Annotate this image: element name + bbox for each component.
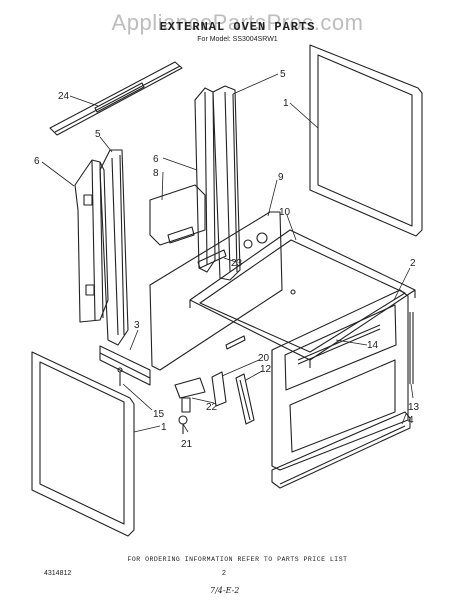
- diagram-title: EXTERNAL OVEN PARTS: [159, 20, 316, 34]
- callout-2: 2: [410, 258, 416, 269]
- callout-22: 22: [206, 402, 218, 413]
- callout-23: 23: [231, 258, 243, 269]
- callout-21: 21: [181, 439, 193, 450]
- part-21-screw: [178, 415, 188, 434]
- callout-1-bottom: 1: [161, 422, 167, 433]
- watermark: AppliancePartsPros.com: [111, 10, 364, 35]
- part-1-side-frame-left: [31, 351, 135, 537]
- callout-9: 9: [278, 172, 284, 183]
- part-13-rod: [409, 312, 414, 384]
- part-8-bracket: [149, 184, 206, 246]
- callout-20: 20: [258, 353, 270, 364]
- part-22-hinge: [174, 377, 206, 413]
- model-subtitle: For Model: SS3004SRW1: [197, 36, 278, 43]
- handwritten-note: 7/4-E-2: [210, 586, 240, 595]
- part-15-screw: [117, 367, 123, 386]
- callout-15: 15: [153, 409, 165, 420]
- callout-14: 14: [367, 340, 379, 351]
- callout-5-top: 5: [280, 69, 286, 80]
- callout-1-top: 1: [283, 98, 289, 109]
- callout-10: 10: [279, 207, 291, 218]
- callouts: 24 5 1 6 5 6 8 9 10 23 2 3 14 20 12 15 1…: [34, 69, 420, 450]
- part-10-cooktop: [189, 229, 416, 368]
- part-4-kick-plate: [271, 411, 411, 489]
- part-20-bracket: [211, 371, 227, 407]
- page-number: 2: [222, 570, 226, 577]
- leader-lines: [41, 73, 414, 433]
- callout-5-left: 5: [95, 129, 101, 140]
- callout-4: 4: [408, 415, 414, 426]
- part-1-side-frame-right: [309, 44, 423, 237]
- ordering-note: FOR ORDERING INFORMATION REFER TO PARTS …: [127, 556, 348, 563]
- document-number: 4314812: [44, 570, 72, 577]
- callout-12: 12: [260, 364, 272, 375]
- part-2-front-frame: [271, 289, 409, 471]
- callout-6-left: 6: [34, 156, 40, 167]
- callout-6-center: 6: [153, 154, 159, 165]
- part-6-center-side-panel: [194, 87, 216, 273]
- part-5-center-channel: [212, 85, 241, 281]
- part-24-trim-strip: [49, 61, 183, 136]
- part-3-lower-channel: [99, 345, 151, 386]
- callout-3: 3: [134, 320, 140, 331]
- callout-13: 13: [408, 402, 420, 413]
- part-14-door-trim: [297, 324, 381, 365]
- part-12-bracket: [235, 373, 255, 425]
- callout-24: 24: [58, 91, 70, 102]
- callout-8: 8: [153, 168, 159, 179]
- part-9-back-panel: [149, 211, 283, 371]
